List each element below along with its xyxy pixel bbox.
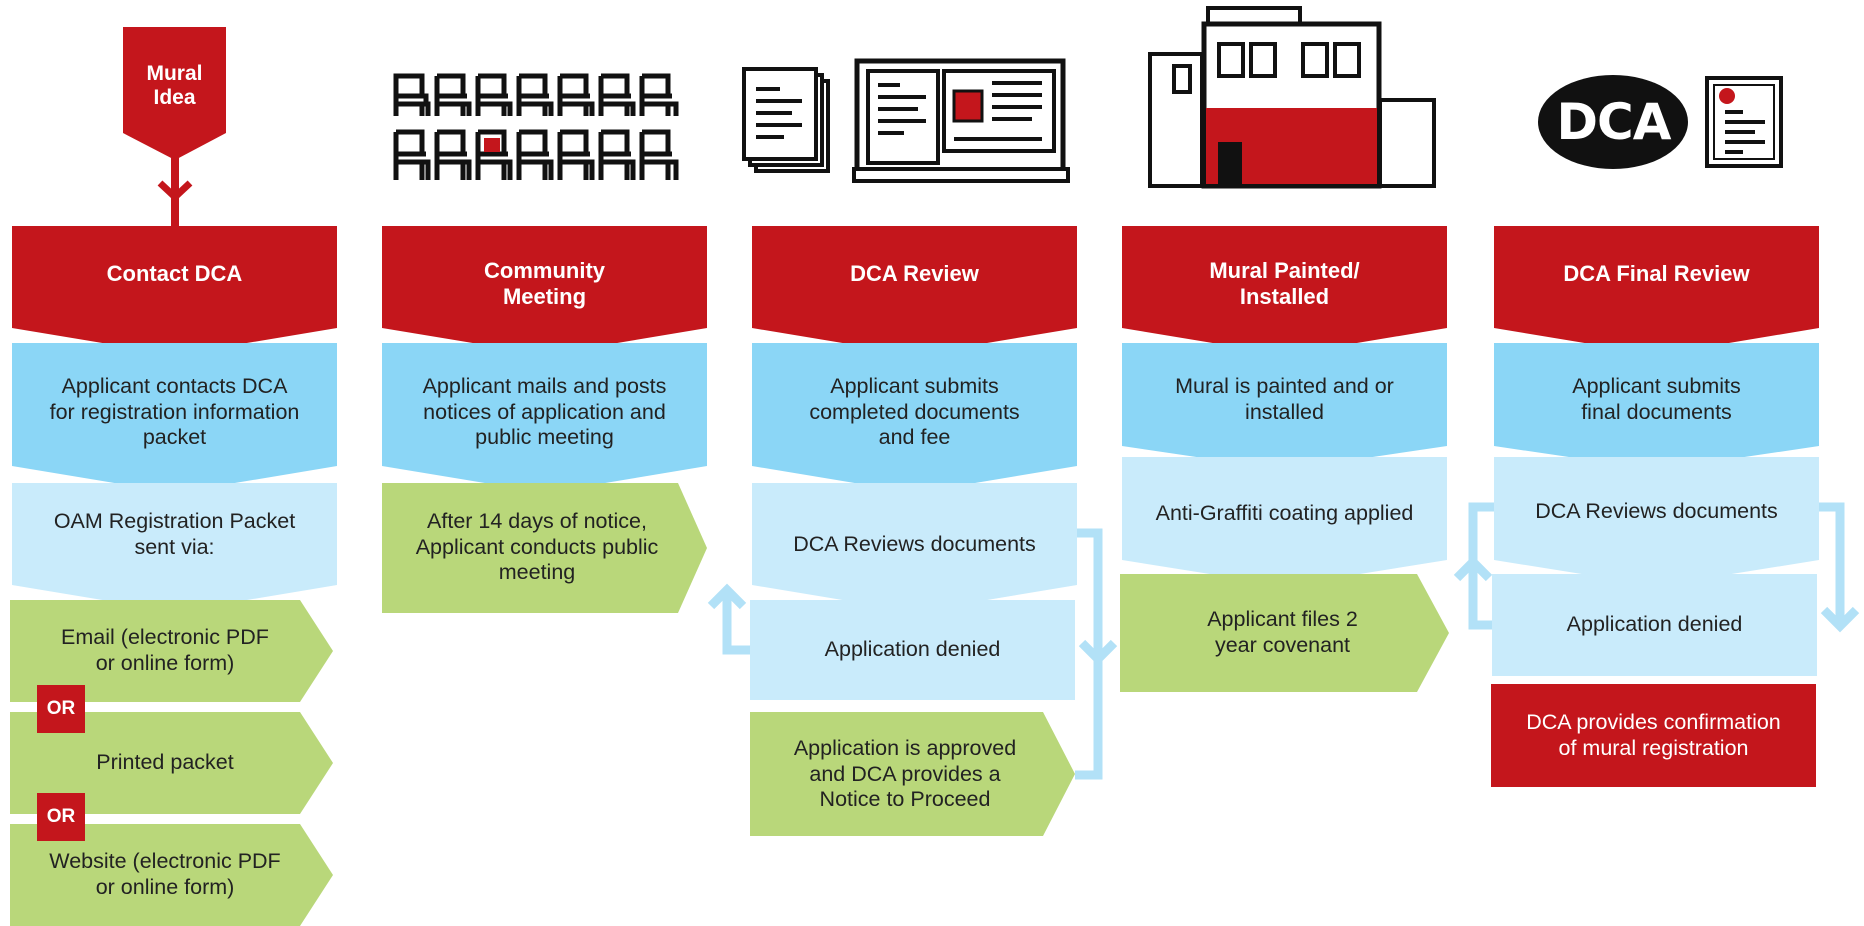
final-confirmation: DCA provides confirmation of mural regis… (1526, 710, 1781, 760)
contact-dca-header-shape (12, 226, 337, 355)
community-step: Applicant mails and posts notices of app… (422, 373, 667, 450)
certificate-icon (1705, 76, 1783, 168)
email-option-shape (10, 600, 333, 702)
final-check: DCA Reviews documents (1535, 499, 1778, 524)
painted-outcome: Applicant files 2 year covenant (1207, 606, 1358, 657)
dca-logo-text: DCA (1556, 93, 1672, 151)
documents-monitor-icon (742, 58, 1070, 183)
community-step-shape (382, 343, 707, 493)
final-header-shape (1494, 226, 1819, 355)
contact-dca-step-shape (12, 343, 337, 493)
final-step: Applicant submits final documents (1572, 374, 1741, 424)
mural-idea-tag (123, 27, 226, 226)
final-review-loop-arrows (1453, 502, 1860, 633)
or-badge: OR (37, 685, 85, 733)
community-header-shape (382, 226, 707, 355)
dca-review-approved-shape (750, 712, 1075, 836)
dca-review-denied-shape (750, 600, 1075, 700)
dca-review-loop-arrows (707, 528, 1118, 780)
dca-logo-icon (1538, 75, 1688, 169)
final-step-shape (1494, 343, 1819, 470)
printed-option-shape (10, 712, 333, 814)
contact-dca-title: Contact DCA (106, 260, 243, 286)
painted-detail: Anti-Graffiti coating applied (1155, 501, 1414, 526)
dca-review-approved: Application is approved and DCA provides… (793, 735, 1017, 812)
building-icon (1148, 6, 1436, 189)
final-title: DCA Final Review (1563, 260, 1750, 286)
community-outcome-shape (382, 483, 707, 613)
dca-review-check: DCA Reviews documents (793, 532, 1036, 557)
final-denied: Application denied (1566, 612, 1743, 637)
painted-detail-shape (1122, 457, 1447, 586)
dca-review-step: Applicant submits completed documents an… (809, 373, 1020, 450)
dca-review-title: DCA Review (850, 260, 979, 286)
final-denied-shape (1492, 574, 1817, 676)
painted-step-shape (1122, 343, 1447, 470)
dca-review-denied: Application denied (824, 637, 1001, 662)
dca-review-check-shape (752, 483, 1077, 612)
contact-dca-step: Applicant contacts DCA for registration … (49, 373, 300, 450)
painted-outcome-shape (1120, 574, 1449, 692)
website-option-shape (10, 824, 333, 926)
painted-header-shape (1122, 226, 1447, 355)
chairs-icon (393, 73, 679, 180)
dca-review-step-shape (752, 343, 1077, 493)
option-website: Website (electronic PDF or online form) (49, 849, 281, 899)
option-email: Email (electronic PDF or online form) (61, 625, 269, 675)
dca-review-header-shape (752, 226, 1077, 355)
option-printed: Printed packet (96, 750, 234, 775)
final-check-shape (1494, 457, 1819, 586)
painted-title: Mural Painted/ Installed (1209, 257, 1360, 309)
mural-idea-label: Mural Idea (146, 62, 203, 110)
final-confirmation-shape (1491, 684, 1816, 787)
contact-dca-detail: OAM Registration Packet sent via: (53, 509, 296, 559)
community-title: Community Meeting (484, 257, 605, 309)
community-outcome: After 14 days of notice, Applicant condu… (415, 508, 659, 585)
contact-dca-detail-shape (12, 483, 337, 612)
painted-step: Mural is painted and or installed (1175, 374, 1394, 424)
or-badge: OR (37, 793, 85, 841)
